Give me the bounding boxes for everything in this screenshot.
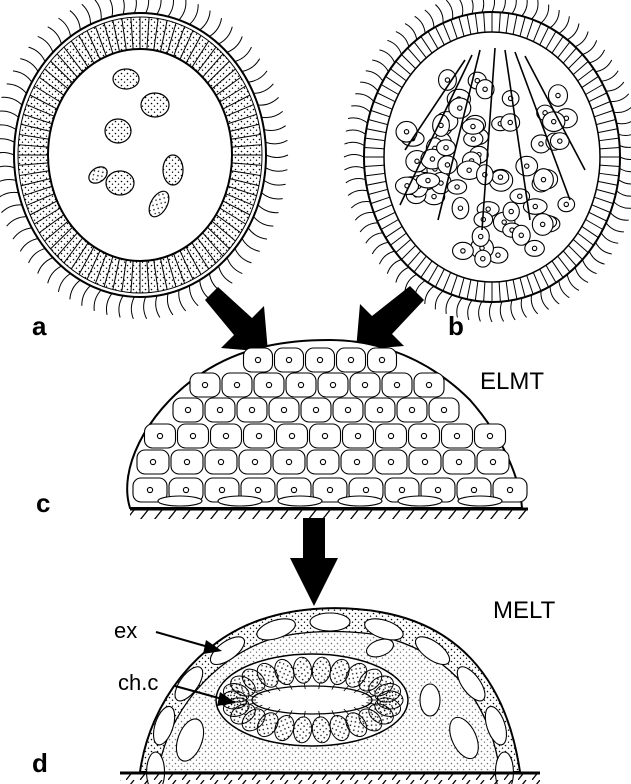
elmt-substrate bbox=[130, 509, 528, 519]
stage-label-melt: MELT bbox=[493, 599, 555, 623]
larva-a-drawing bbox=[0, 0, 288, 319]
larva-b-drawing bbox=[344, 0, 631, 322]
panel-letter-c: c bbox=[36, 490, 50, 516]
callout-label-chc: ch.c bbox=[118, 672, 158, 694]
ex-pointer-line bbox=[156, 632, 212, 648]
panel-letter-d: d bbox=[32, 750, 48, 776]
arrow-from-b bbox=[356, 286, 424, 350]
melt-substrate bbox=[120, 773, 540, 784]
stage-label-elmt: ELMT bbox=[480, 370, 544, 394]
arrow-c-to-d bbox=[290, 518, 338, 606]
panel-letter-b: b bbox=[448, 313, 464, 339]
elmt-cell-mass bbox=[127, 340, 528, 519]
melt-structure bbox=[120, 608, 540, 784]
melt-choanocyte-chamber bbox=[216, 654, 408, 746]
elmt-cells bbox=[133, 348, 527, 506]
larva-a-cavity bbox=[48, 49, 232, 261]
arrow-from-a bbox=[205, 287, 268, 352]
callout-label-ex: ex bbox=[114, 620, 137, 642]
panel-letter-a: a bbox=[32, 313, 46, 339]
